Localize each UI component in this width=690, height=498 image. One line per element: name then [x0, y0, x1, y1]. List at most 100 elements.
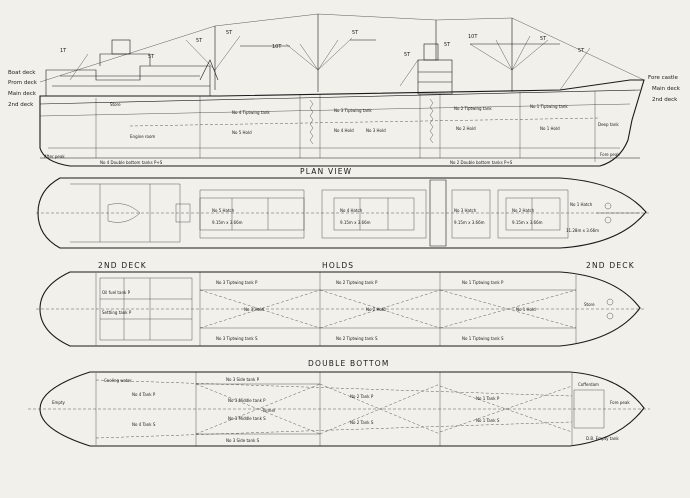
- plan-windlass: [596, 202, 640, 224]
- derrick-mark: 5T: [352, 30, 359, 36]
- derrick-mark: 5T: [404, 52, 411, 58]
- profile-tween-line: [129, 117, 601, 127]
- holds-tank-s: No 3 Tiptwing tank S: [216, 336, 258, 341]
- holds-settling: Settling tank P: [102, 310, 132, 315]
- profile-engine-room: Engine room: [130, 134, 155, 139]
- db-side-tank-s: No 3 Side tank S: [226, 438, 260, 443]
- profile-rigging: [39, 13, 645, 83]
- profile-store: Store: [110, 102, 121, 107]
- db-tank: No 2 Tank S: [350, 420, 374, 425]
- holds-aft-rooms: [99, 277, 614, 341]
- plan-hatches: [199, 189, 569, 239]
- plan-hatch-size: 9.15m x 3.66m: [212, 220, 243, 225]
- double-bottom-outline: [39, 371, 645, 447]
- holds-tank-p: No 3 Tiptwing tank P: [216, 280, 258, 285]
- holds-outline: [39, 271, 641, 347]
- deck-label-second: 2nd deck: [8, 102, 34, 108]
- db-tunnel: Tunnel: [261, 408, 275, 413]
- plan-deck-outline: [37, 177, 647, 249]
- holds-tank-s: No 2 Tiptwing tank S: [336, 336, 378, 341]
- db-empty: Empty: [52, 400, 66, 405]
- holds-hold: No 3 Hold: [244, 307, 264, 312]
- plan-hatch-size: 11.28m x 3.66m: [566, 228, 599, 233]
- derrick-mark: 5T: [148, 54, 155, 60]
- db-empty-tank: D.B. Empty tank: [586, 436, 619, 441]
- derrick-mark: 10T: [272, 44, 282, 50]
- holds-bulkheads: [95, 272, 577, 346]
- deck-label-main: Main deck: [8, 91, 37, 97]
- derrick-mark: 5T: [578, 48, 585, 54]
- db-tank: No 4 Tank P: [132, 392, 156, 397]
- db-tank: No 1 Tank P: [476, 396, 500, 401]
- profile-hold-label: No 4 Hold: [334, 128, 354, 133]
- deck-label-forecastle: Fore castle: [648, 75, 679, 81]
- profile-hold-label: No 1 Hold: [540, 126, 560, 131]
- profile-db-note-2: No 2 Double bottom tanks P+S: [450, 160, 513, 165]
- db-tank: No 3 Middle tank P: [228, 398, 266, 403]
- double-bottom-title: DOUBLE BOTTOM: [308, 359, 390, 368]
- db-tank: No 3 Middle tank S: [228, 416, 266, 421]
- derrick-mark: 5T: [540, 36, 547, 42]
- db-tank: No 4 Tank S: [132, 422, 156, 427]
- deck-label-second-fwd: 2nd deck: [652, 97, 678, 103]
- plan-view-title: PLAN VIEW: [300, 167, 352, 176]
- derrick-mark: 5T: [196, 38, 203, 44]
- profile-db-note: No 4 Double bottom tanks P+S: [100, 160, 163, 165]
- profile-derricks: [69, 35, 591, 91]
- profile-tween-label: No 1 Tiptwing tank: [530, 104, 568, 109]
- plan-hatch-size: 9.15m x 3.66m: [512, 220, 543, 225]
- holds-tank-s: No 1 Tiptwing tank S: [462, 336, 504, 341]
- profile-tween-label: No 2 Tiptwing tank: [454, 106, 492, 111]
- derrick-mark: 10T: [468, 34, 478, 40]
- db-cofferdam: Cofferdam: [578, 382, 599, 387]
- db-tank: No 2 Tank P: [350, 394, 374, 399]
- double-bottom-view: No 3 Side tank P No 3 Side tank S No 4 T…: [28, 371, 650, 447]
- profile-second-deck-line: [39, 103, 631, 117]
- derrick-mark: 1T: [60, 48, 67, 54]
- deck-label-boat: Boat deck: [8, 70, 36, 76]
- second-deck-title-left: 2ND DECK: [98, 261, 147, 270]
- profile-midship-house: [417, 43, 453, 95]
- profile-tween-label: No 4 Tiptwing tank: [232, 110, 270, 115]
- deck-label-main-fwd: Main deck: [652, 86, 681, 92]
- deck-label-prom: Prom deck: [8, 80, 38, 86]
- profile-superstructure: [45, 39, 219, 96]
- profile-after-peak: After peak: [44, 154, 65, 159]
- plan-hatch-label: No 4 Hatch: [340, 208, 363, 213]
- db-cooling: Cooling water: [104, 378, 132, 383]
- plan-hatch-label: No 2 Hatch: [512, 208, 535, 213]
- holds-store: Store: [584, 302, 595, 307]
- profile-view: 5T 5T 10T 5T 5T 10T 5T 5T 5T 5T 1T Boat …: [8, 13, 681, 167]
- profile-hold-label: No 3 Hold: [366, 128, 386, 133]
- derrick-mark: 5T: [444, 42, 451, 48]
- profile-hold-label: No 2 Hold: [456, 126, 476, 131]
- holds-title: HOLDS: [322, 261, 354, 270]
- profile-fore-peak: Fore peak: [600, 152, 620, 157]
- profile-tween-label: No 3 Tiptwing tank: [334, 108, 372, 113]
- second-deck-title-right: 2ND DECK: [586, 261, 635, 270]
- db-fore-peak: Fore peak: [610, 400, 630, 405]
- holds-hold: No 1 Hold: [516, 307, 536, 312]
- holds-hold: No 2 Hold: [366, 307, 386, 312]
- plan-hatch-label: No 5 Hatch: [212, 208, 235, 213]
- profile-pillars: [309, 98, 434, 145]
- profile-deep-tank: Deep tank: [598, 122, 619, 127]
- holds-view: No 3 Tiptwing tank P No 2 Tiptwing tank …: [36, 271, 646, 347]
- derrick-mark: 5T: [226, 30, 233, 36]
- plan-view: No 5 Hatch 9.15m x 3.66m No 4 Hatch 9.15…: [36, 177, 650, 249]
- holds-oil-fuel: Oil fuel tank P: [102, 290, 131, 295]
- plan-hatch-size: 9.15m x 3.66m: [340, 220, 371, 225]
- profile-main-deck-line: [39, 89, 641, 105]
- profile-masts: [214, 14, 560, 92]
- plan-aft-accommodation: [70, 183, 191, 243]
- plan-midship-house: [429, 179, 447, 247]
- plan-hatch-label: No 1 Hatch: [570, 202, 593, 207]
- profile-hold-label: No 5 Hold: [232, 130, 252, 135]
- db-side-tank-p: No 3 Side tank P: [226, 377, 260, 382]
- plan-hatch-size: 9.15m x 3.66m: [454, 220, 485, 225]
- db-tank: No 1 Tank S: [476, 418, 500, 423]
- profile-bulkheads: [95, 91, 596, 162]
- holds-tank-p: No 1 Tiptwing tank P: [462, 280, 504, 285]
- holds-tank-p: No 2 Tiptwing tank P: [336, 280, 378, 285]
